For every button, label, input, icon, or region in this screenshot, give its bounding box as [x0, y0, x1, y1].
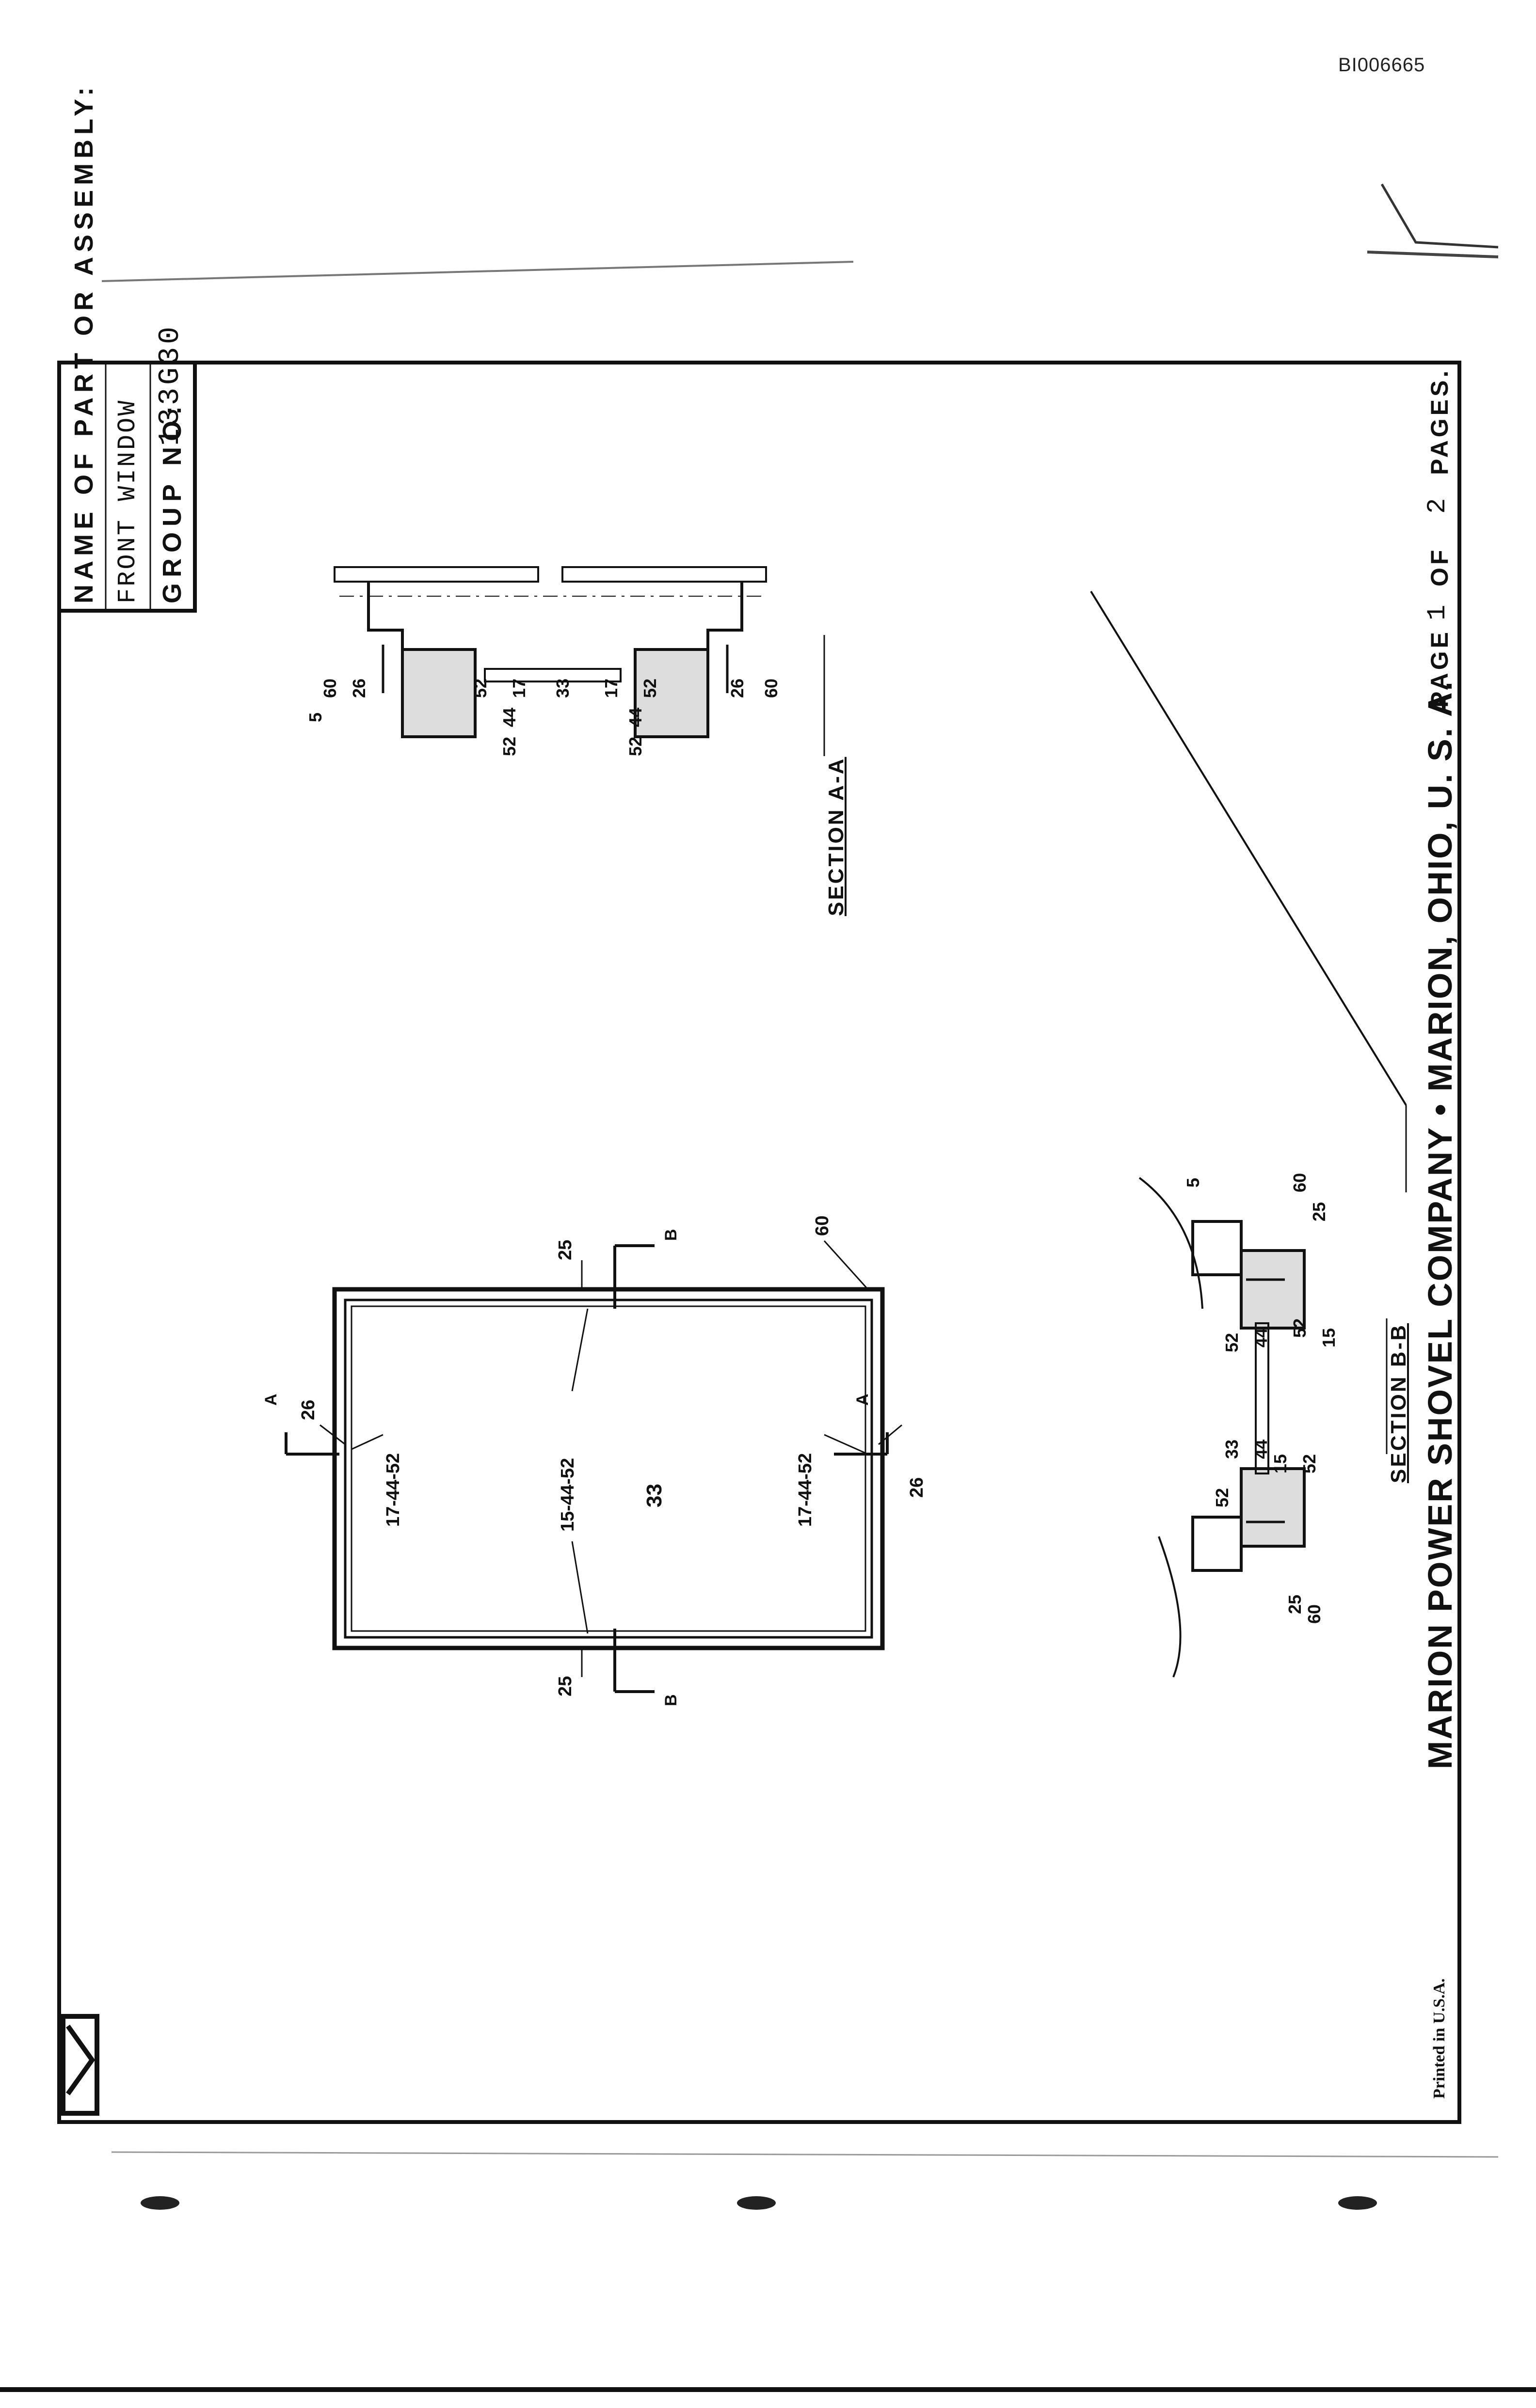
leader: [824, 1434, 868, 1455]
title-block: [57, 361, 197, 613]
callout: 15: [1319, 1328, 1339, 1347]
punch-hole-mark: [1338, 2196, 1377, 2210]
footer-page-prefix: PAGE: [1426, 629, 1453, 708]
callout: 44: [499, 707, 519, 727]
callout: 52: [1290, 1318, 1310, 1338]
callout: 60: [1290, 1172, 1310, 1192]
section-a-title: SECTION A-A: [824, 757, 848, 916]
section-b-curve: [1158, 1536, 1182, 1678]
callout: 25: [1285, 1594, 1305, 1614]
callout: 44: [625, 707, 645, 727]
section-mark: B: [662, 1694, 680, 1706]
footer-page-current: 1: [1423, 604, 1453, 620]
leader: [823, 1240, 869, 1290]
front-view: [285, 1240, 902, 1693]
scan-edge: [111, 2151, 1499, 2158]
punch-hole-mark: [737, 2196, 776, 2210]
callout: 26: [727, 678, 747, 698]
callout: 33: [553, 678, 573, 698]
callout: 44: [1251, 1439, 1271, 1459]
window-frame-outer: [332, 1287, 885, 1650]
footer-company: MARION POWER SHOVEL COMPANY • MARION, OH…: [1421, 680, 1459, 1769]
section-b-curve: [1138, 1177, 1203, 1309]
callout: 17-44-52: [795, 1453, 816, 1527]
footer-page-of: OF: [1426, 547, 1453, 586]
callout: 25: [555, 1239, 576, 1260]
callout: 60: [1304, 1604, 1324, 1624]
construction-line: [1090, 590, 1407, 1106]
section-mark: A: [853, 1394, 872, 1406]
section-a-profile: [706, 582, 743, 669]
window-glass: [351, 1305, 866, 1632]
title-name-label: NAME OF PART OR ASSEMBLY:: [69, 82, 98, 603]
callout: 52: [1299, 1454, 1319, 1473]
section-b-seal: [1240, 1249, 1306, 1330]
title-group-value: 133G30: [154, 323, 187, 446]
scan-edge: [101, 261, 854, 282]
section-a-part: [561, 566, 767, 583]
company-logo: [65, 2025, 96, 2095]
callout: 17: [509, 678, 529, 698]
callout: 52: [1222, 1332, 1242, 1352]
section-a-part: [334, 566, 539, 583]
callout: 26: [349, 678, 369, 698]
callout: 17-44-52: [383, 1453, 403, 1527]
callout: 15: [1270, 1454, 1290, 1473]
footer-page-suffix: PAGES.: [1426, 367, 1453, 475]
callout: 26: [298, 1399, 319, 1420]
leader: [351, 1434, 384, 1450]
leader: [320, 1424, 346, 1445]
callout: 52: [640, 678, 660, 698]
section-b-title: SECTION B-B: [1387, 1323, 1410, 1483]
scan-edge: [1380, 183, 1499, 249]
callout: 60: [812, 1215, 832, 1236]
leader: [571, 1541, 589, 1634]
callout: 52: [470, 678, 490, 698]
callout: 17: [601, 678, 621, 698]
leader: [878, 1424, 902, 1445]
callout: 25: [1309, 1202, 1329, 1221]
leader: [571, 1308, 589, 1392]
callout: 60: [761, 678, 781, 698]
callout: 26: [907, 1477, 927, 1498]
section-b-glass: [1255, 1322, 1269, 1474]
section-a-profile: [367, 582, 404, 669]
section-b-block: [1191, 1220, 1243, 1276]
section-a-glass: [484, 668, 622, 682]
scan-edge: [1367, 251, 1499, 258]
section-a-seal: [634, 648, 709, 738]
callout: 60: [320, 678, 340, 698]
company-logo: [61, 2014, 99, 2116]
section-b-detail: [1138, 1177, 1388, 1678]
footer-page-total: 2: [1423, 498, 1453, 514]
callout: 52: [625, 736, 645, 756]
title-name-value: FRONT WINDOW: [113, 398, 142, 603]
section-b-block: [1191, 1516, 1243, 1572]
sheet-border: [57, 361, 1461, 2124]
document-id: BI006665: [1338, 54, 1425, 76]
section-b-seal: [1240, 1467, 1306, 1548]
callout: 33: [642, 1484, 666, 1507]
section-mark: A: [262, 1394, 280, 1406]
window-frame-inner: [344, 1299, 873, 1639]
callout: 15-44-52: [558, 1457, 578, 1532]
callout: 44: [1251, 1328, 1271, 1347]
callout: 52: [1212, 1488, 1232, 1507]
callout: 5: [305, 712, 325, 722]
callout: 52: [499, 736, 519, 756]
section-a-detail: [334, 566, 825, 756]
section-a-seal: [401, 648, 477, 738]
section-mark: B: [662, 1229, 680, 1241]
footer-printed: Printed in U.S.A.: [1430, 1978, 1448, 2099]
callout: 5: [1183, 1177, 1203, 1188]
callout: 25: [555, 1676, 576, 1696]
callout: 33: [1222, 1439, 1242, 1459]
punch-hole-mark: [141, 2196, 179, 2210]
